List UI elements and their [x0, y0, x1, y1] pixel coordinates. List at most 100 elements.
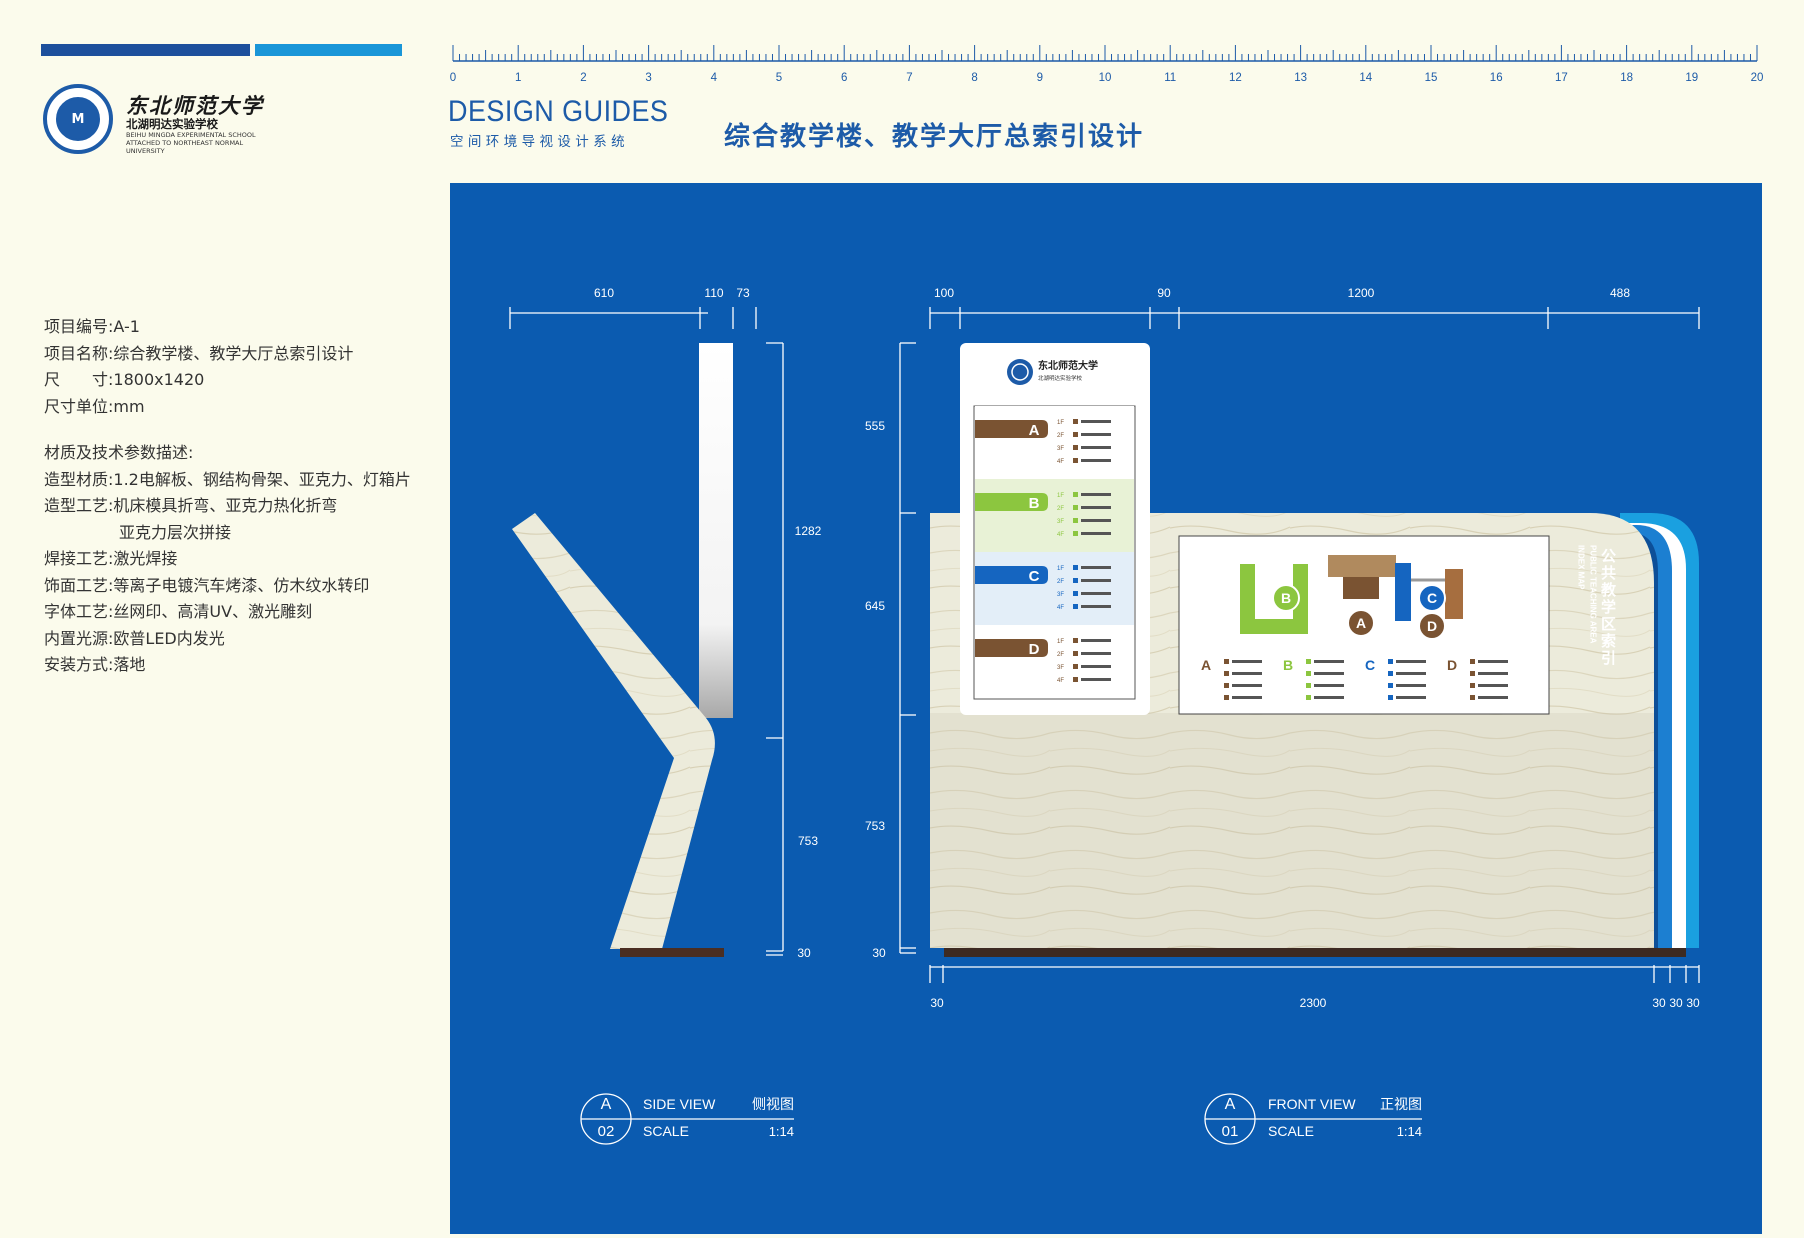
ruler-label: 5: [776, 72, 782, 84]
directory-room-icon: [1073, 505, 1078, 510]
map-legend-line: [1314, 672, 1344, 675]
drawing-panel: 610 110 73 1282 753 30 A 02 SIDE VIEW 侧视…: [450, 183, 1762, 1234]
map-legend-icon: [1306, 683, 1311, 688]
directory-floor-label: 2F: [1057, 652, 1064, 658]
side-dim-110: 110: [704, 286, 723, 300]
logo-school-english: BEIHU MINGDA EXPERIMENTAL SCHOOL ATTACHE…: [126, 131, 256, 155]
directory-floor-label: 1F: [1057, 639, 1064, 645]
map-legend-icon: [1388, 659, 1393, 664]
logo-school-name: 北湖明达实验学校: [126, 117, 218, 131]
ruler-label: 1: [515, 72, 521, 84]
directory-room-icon: [1073, 518, 1078, 523]
map-legend-icon: [1306, 659, 1311, 664]
map-legend-icon: [1470, 659, 1475, 664]
map-legend-line: [1396, 660, 1426, 663]
front-dim-2300: 2300: [1300, 996, 1327, 1010]
map-legend-icon: [1470, 671, 1475, 676]
directory-room-line: [1081, 532, 1111, 535]
side-badge-bottom: 02: [598, 1123, 615, 1140]
ruler-label: 15: [1425, 72, 1438, 84]
vertical-title: 公共教学区索引 PUBLIC TEACHING AREA INDEX MAP: [1577, 545, 1618, 667]
front-dim-30: 30: [872, 946, 886, 960]
side-light-panel: [699, 343, 733, 718]
directory-floor-label: 1F: [1057, 420, 1064, 426]
directory-zone-letter: C: [1029, 568, 1040, 585]
map-legend-icon: [1388, 695, 1393, 700]
map-pin-b: B: [1281, 590, 1291, 606]
directory-room-line: [1081, 678, 1111, 681]
material-row: 内置光源:欧普LED内发光: [44, 628, 225, 648]
directory-room-line: [1081, 420, 1111, 423]
ruler-label: 2: [580, 72, 586, 84]
design-guides-subtitle: 空间环境导视设计系统: [450, 134, 629, 150]
directory-floor-label: 1F: [1057, 493, 1064, 499]
logo-university-name: 东北师范大学: [126, 93, 264, 118]
directory-room-icon: [1073, 445, 1078, 450]
map-pin-a: A: [1356, 615, 1366, 631]
directory-room-line: [1081, 665, 1111, 668]
directory-room-line: [1081, 592, 1111, 595]
map-pin-c: C: [1427, 590, 1437, 606]
directory-room-icon: [1073, 591, 1078, 596]
directory-logo-sub: 北湖明达实验学校: [1038, 374, 1083, 382]
directory-floor-label: 3F: [1057, 592, 1064, 598]
directory-room-line: [1081, 493, 1111, 496]
map-legend-icon: [1470, 683, 1475, 688]
header-bar-light: [255, 44, 402, 56]
ruler-label: 16: [1490, 72, 1503, 84]
ruler-label: 4: [711, 72, 718, 84]
front-dim-bottom-30b: 30: [1652, 996, 1666, 1010]
ruler-label: 14: [1359, 72, 1372, 84]
directory-room-icon: [1073, 458, 1078, 463]
directory-zone-tab: [975, 420, 1048, 438]
side-view-label: SIDE VIEW: [643, 1096, 716, 1112]
front-badge-top: A: [1225, 1096, 1236, 1113]
material-row: 焊接工艺:激光焊接: [44, 549, 178, 568]
directory-zone-tab: [975, 493, 1048, 511]
map-legend-icon: [1388, 683, 1393, 688]
directory-room-line: [1081, 652, 1111, 655]
map-legend-icon: [1224, 695, 1229, 700]
directory-room-line: [1081, 566, 1111, 569]
map-legend-letter: A: [1201, 657, 1211, 673]
material-row: 安装方式:落地: [44, 655, 146, 674]
directory-zone-letter: B: [1029, 495, 1040, 512]
ruler-label: 0: [450, 72, 456, 84]
map-legend-line: [1232, 684, 1262, 687]
directory-zone-band: [975, 479, 1134, 552]
map-pin-d: D: [1427, 618, 1437, 634]
directory-room-icon: [1073, 604, 1078, 609]
material-row: 亚克力层次拼接: [119, 522, 232, 542]
side-dim-1282: 1282: [795, 524, 822, 538]
directory-floor-label: 4F: [1057, 532, 1064, 538]
directory-floor-label: 3F: [1057, 519, 1064, 525]
material-row: 字体工艺:丝网印、高清UV、激光雕刻: [44, 602, 313, 621]
map-legend-letter: C: [1365, 657, 1375, 673]
directory-floor-label: 1F: [1057, 566, 1064, 572]
directory-floor-label: 4F: [1057, 459, 1064, 465]
material-row: 造型工艺:机床模具折弯、亚克力热化折弯: [44, 496, 338, 515]
directory-room-icon: [1073, 651, 1078, 656]
map-legend-line: [1396, 672, 1426, 675]
directory-room-line: [1081, 506, 1111, 509]
map-legend-line: [1232, 660, 1262, 663]
map-legend-icon: [1224, 683, 1229, 688]
map-legend-icon: [1470, 695, 1475, 700]
directory-room-line: [1081, 579, 1111, 582]
vertical-title-cn: 公共教学区索引: [1599, 548, 1617, 667]
directory-logo-icon: [1007, 359, 1033, 385]
vertical-title-en2: INDEX MAP: [1577, 545, 1586, 590]
front-badge-bottom: 01: [1222, 1123, 1239, 1140]
directory-room-line: [1081, 446, 1111, 449]
directory-room-icon: [1073, 432, 1078, 437]
material-row: 饰面工艺:等离子电镀汽车烤漆、仿木纹水转印: [44, 575, 370, 595]
map-legend-icon: [1224, 659, 1229, 664]
front-dim-488: 488: [1610, 286, 1630, 300]
front-dim-bottom-30: 30: [930, 996, 944, 1010]
directory-zone-band: [975, 625, 1134, 698]
front-dim-753: 753: [865, 819, 885, 833]
side-view: 610 110 73 1282 753 30 A 02 SIDE VIEW 侧视…: [509, 286, 822, 1145]
ruler-label: 11: [1164, 72, 1176, 84]
